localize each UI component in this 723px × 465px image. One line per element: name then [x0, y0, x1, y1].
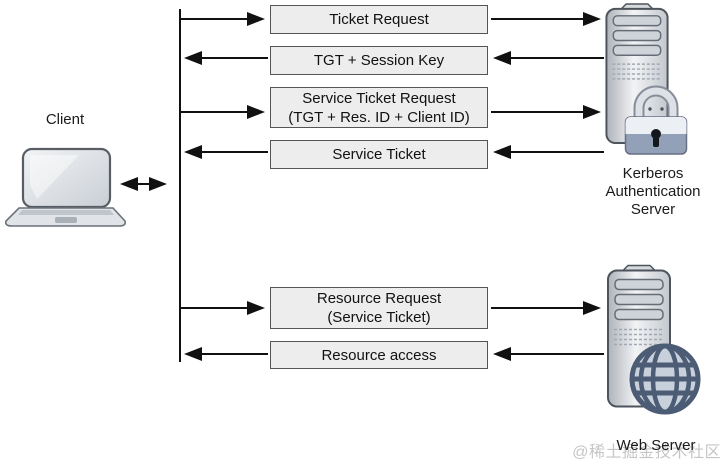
- message-box-tgt-session-key: TGT + Session Key: [270, 46, 488, 75]
- laptop-icon: [3, 147, 127, 231]
- laptop-screen: [21, 147, 112, 209]
- message-box-resource-request: Resource Request (Service Ticket): [270, 287, 488, 329]
- message-box-service-ticket-request: Service Ticket Request (TGT + Res. ID + …: [270, 87, 488, 128]
- web-server-icon: [606, 262, 706, 418]
- globe-meridians: [638, 343, 692, 415]
- server-vents: [614, 328, 664, 346]
- server-tower-icon: [605, 3, 669, 145]
- message-text: TGT + Session Key: [313, 52, 445, 69]
- laptop-icon-svg: [4, 147, 127, 227]
- kerberos-server-icon: [604, 2, 694, 160]
- client-label: Client: [45, 111, 85, 128]
- server-slots: [612, 15, 662, 56]
- message-text: Service Ticket Request: [302, 89, 456, 107]
- kerberos-label-line: Authentication: [605, 183, 701, 200]
- message-box-ticket-request: Ticket Request: [270, 5, 488, 34]
- message-text: (TGT + Res. ID + Client ID): [288, 108, 470, 126]
- lock-icon: [624, 85, 688, 155]
- message-text: (Service Ticket): [327, 309, 431, 326]
- kerberos-label-line: Kerberos: [622, 165, 684, 182]
- kerberos-server-label: Kerberos Authentication Server: [586, 165, 720, 219]
- message-text: Service Ticket: [332, 146, 426, 163]
- watermark-text: @稀土掘金技术社区: [572, 444, 721, 461]
- globe-icon: [629, 343, 701, 415]
- laptop-keyboard: [18, 210, 114, 215]
- message-text: Resource access: [321, 346, 437, 364]
- server-slots: [614, 278, 664, 321]
- laptop-trackpad: [55, 217, 77, 223]
- server-vents: [612, 63, 662, 80]
- server-tower-icon: [607, 264, 671, 408]
- message-box-service-ticket: Service Ticket: [270, 140, 488, 169]
- laptop-screen-glare: [30, 155, 79, 199]
- message-text: Resource Request: [316, 290, 442, 307]
- web-server-label: Web Server: [616, 437, 696, 454]
- kerberos-label-line: Server: [630, 201, 676, 218]
- message-box-resource-access: Resource access: [270, 341, 488, 369]
- message-text: Ticket Request: [329, 11, 429, 28]
